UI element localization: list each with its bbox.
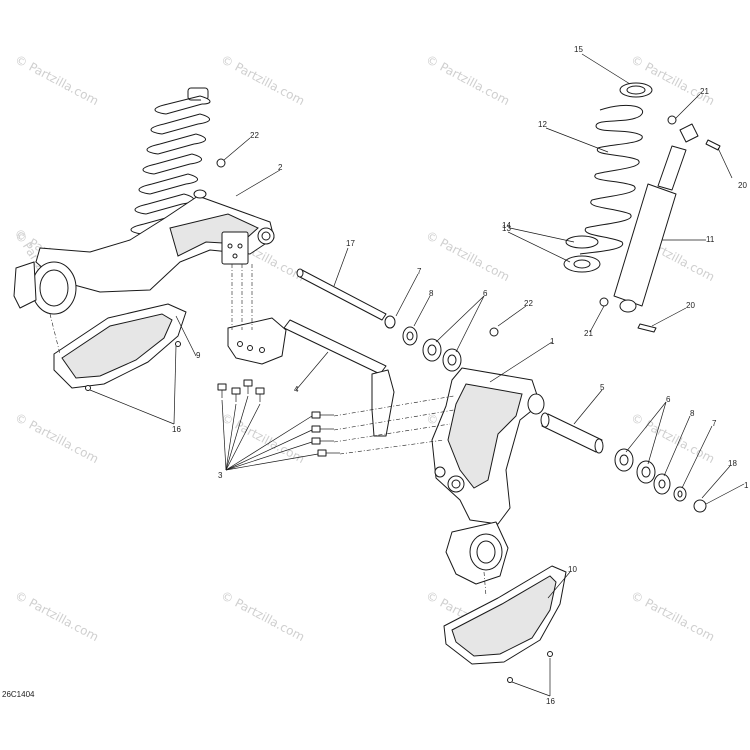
watermark: © Partzilla.com	[424, 228, 512, 284]
right-bearing-stack	[614, 448, 707, 513]
watermark: © Partzilla.com	[629, 588, 717, 644]
watermark: © Partzilla.com	[13, 52, 101, 108]
callout-16: 16	[546, 697, 555, 706]
callout-14: 14	[502, 221, 511, 230]
callout-7: 7	[417, 267, 422, 276]
sway-bar-shaft	[283, 319, 395, 437]
callout-7: 7	[712, 419, 717, 428]
callout-18: 18	[728, 459, 737, 468]
spring-retainer-top	[619, 82, 653, 98]
lower-arm-right	[431, 367, 545, 525]
callout-11: 11	[706, 235, 715, 244]
callout-5: 5	[600, 383, 605, 392]
watermark: © Partzilla.com	[629, 52, 717, 108]
callout-8: 8	[690, 409, 695, 418]
callout-17: 17	[346, 239, 355, 248]
spacer-tube	[540, 412, 604, 454]
bolt-set	[217, 379, 340, 457]
left-bearing-stack	[402, 326, 462, 372]
right-skid-guard	[443, 565, 567, 665]
callout-22: 22	[524, 299, 533, 308]
leader-lines	[89, 53, 745, 697]
watermark: © Partzilla.com	[219, 588, 307, 644]
right-hub-knuckle	[445, 521, 509, 585]
callout-8: 8	[429, 289, 434, 298]
callout-16: 16	[172, 425, 181, 434]
watermark: © Partzilla.com	[629, 410, 717, 466]
callout-6: 6	[666, 395, 671, 404]
shock-absorber-right	[613, 123, 699, 313]
callout-6: 6	[483, 289, 488, 298]
callout-1: 1	[550, 337, 555, 346]
callout-20: 20	[738, 181, 747, 190]
callout-2: 2	[278, 163, 283, 172]
spring-seat-lower	[563, 235, 601, 273]
watermark: © Partzilla.com	[13, 588, 101, 644]
callout-20: 20	[686, 301, 695, 310]
callout-21: 21	[584, 329, 593, 338]
callout-21: 21	[700, 87, 709, 96]
callout-15: 15	[574, 45, 583, 54]
callout-3: 3	[218, 471, 223, 480]
drawing-code: 26C1404	[2, 690, 35, 699]
alignment-lines	[49, 264, 487, 597]
callout-10: 10	[568, 565, 577, 574]
upper-arm-left	[35, 189, 275, 293]
callout-9: 9	[196, 351, 201, 360]
coil-spring-right	[579, 104, 643, 255]
callout-12: 12	[538, 120, 547, 129]
watermark: © Partzilla.com	[219, 52, 307, 108]
callout-4: 4	[294, 385, 299, 394]
callout-1: 1	[744, 481, 749, 490]
callout-13: 13	[502, 224, 511, 233]
watermark: © Partzilla.com	[13, 410, 101, 466]
callout-22: 22	[250, 131, 259, 140]
left-skid-guard	[53, 303, 187, 389]
watermark: © Partzilla.com	[424, 52, 512, 108]
bracket-plate	[227, 317, 287, 365]
long-pivot-bolt	[296, 268, 396, 329]
hardware-small	[85, 115, 721, 683]
callout-labels: 15 21 12 20 22 2 14 13 11 17 7 8 6 22 21…	[172, 45, 749, 706]
left-hub-knuckle	[13, 261, 77, 315]
